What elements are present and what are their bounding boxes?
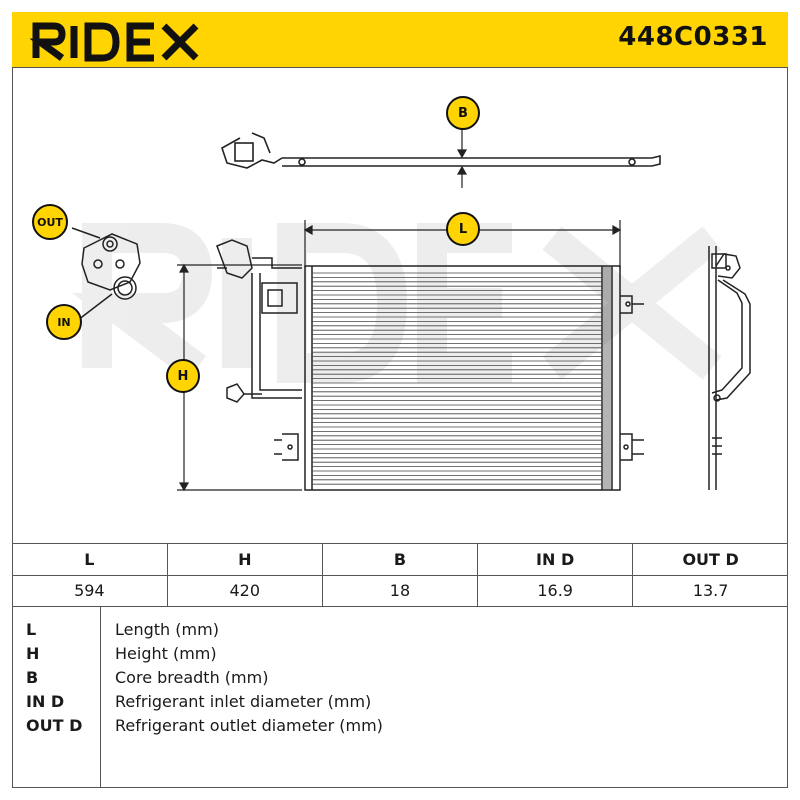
condenser-drawing xyxy=(71,128,751,492)
legend-row: H Height (mm) xyxy=(12,644,788,668)
legend-key: IN D xyxy=(26,692,65,711)
core-fins xyxy=(312,266,611,490)
specs-table: L H B IN D OUT D 594 420 18 16.9 13.7 xyxy=(12,543,788,607)
spec-header: OUT D xyxy=(632,544,788,576)
condenser-core xyxy=(304,265,621,491)
legend-description: Core breadth (mm) xyxy=(115,668,269,687)
dimension-b-label: B xyxy=(446,96,480,130)
inlet-label: IN xyxy=(46,304,82,340)
technical-drawing: B L H OUT IN xyxy=(12,68,788,543)
spec-value: 420 xyxy=(167,575,323,607)
spec-value: 594 xyxy=(12,575,168,607)
spec-value: 18 xyxy=(322,575,479,607)
specs-value-row: 594 420 18 16.9 13.7 xyxy=(12,575,788,607)
spec-header: L xyxy=(12,544,168,576)
legend-key: OUT D xyxy=(26,716,83,735)
legend-description: Height (mm) xyxy=(115,644,217,663)
legend-divider xyxy=(100,607,101,788)
legend-description: Length (mm) xyxy=(115,620,219,639)
spec-value: 16.9 xyxy=(477,575,634,607)
side-view xyxy=(708,246,751,490)
legend-key: L xyxy=(26,620,37,639)
legend: L Length (mm) H Height (mm) B Core bread… xyxy=(12,607,788,788)
dimension-l-label: L xyxy=(446,212,480,246)
legend-description: Refrigerant inlet diameter (mm) xyxy=(115,692,372,711)
legend-row: IN D Refrigerant inlet diameter (mm) xyxy=(12,692,788,716)
dimension-h-label: H xyxy=(166,359,200,393)
spec-header: H xyxy=(167,544,323,576)
legend-row: B Core breadth (mm) xyxy=(12,668,788,692)
top-view xyxy=(221,132,661,169)
legend-row: OUT D Refrigerant outlet diameter (mm) xyxy=(12,716,788,740)
legend-description: Refrigerant outlet diameter (mm) xyxy=(115,716,383,735)
flange-detail xyxy=(71,227,141,321)
specs-header-row: L H B IN D OUT D xyxy=(12,544,788,576)
spec-header: B xyxy=(322,544,479,576)
legend-key: B xyxy=(26,668,39,687)
legend-row: L Length (mm) xyxy=(12,620,788,644)
outlet-label: OUT xyxy=(32,204,68,240)
legend-key: H xyxy=(26,644,40,663)
spec-value: 13.7 xyxy=(632,575,788,607)
spec-header: IN D xyxy=(477,544,634,576)
part-number: 448C0331 xyxy=(618,22,768,52)
right-brackets xyxy=(620,295,644,461)
brand-logo xyxy=(30,22,199,62)
dimension-b xyxy=(456,128,468,188)
header-bar: 448C0331 xyxy=(12,12,788,68)
left-tank xyxy=(216,239,302,461)
